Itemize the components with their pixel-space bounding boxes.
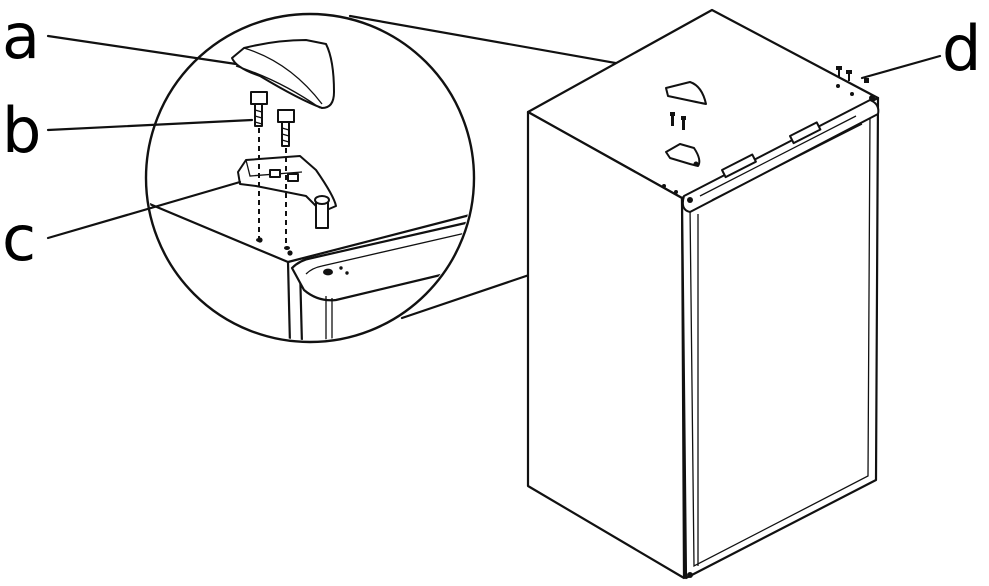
leader-d: [860, 54, 942, 80]
leader-c: [46, 180, 242, 240]
leader-a: [46, 34, 238, 66]
magnified-detail: [144, 12, 680, 344]
leader-b: [46, 118, 254, 132]
hinge-bracket-small: [665, 143, 701, 167]
hinge-cover-small: [665, 81, 707, 105]
screws-small: [670, 112, 686, 130]
cabinet-side: [526, 110, 686, 580]
door-top-trim: [681, 99, 880, 213]
hinge-cover-zoomed: [231, 39, 335, 109]
callout-b: b: [2, 94, 41, 167]
callout-a: a: [2, 0, 40, 73]
callout-d: d: [942, 12, 981, 85]
screws-zoomed: [250, 91, 295, 147]
callout-c: c: [2, 202, 36, 275]
refrigerator-cabinet: [526, 8, 880, 580]
hole-cover-screws-small: [836, 66, 869, 83]
